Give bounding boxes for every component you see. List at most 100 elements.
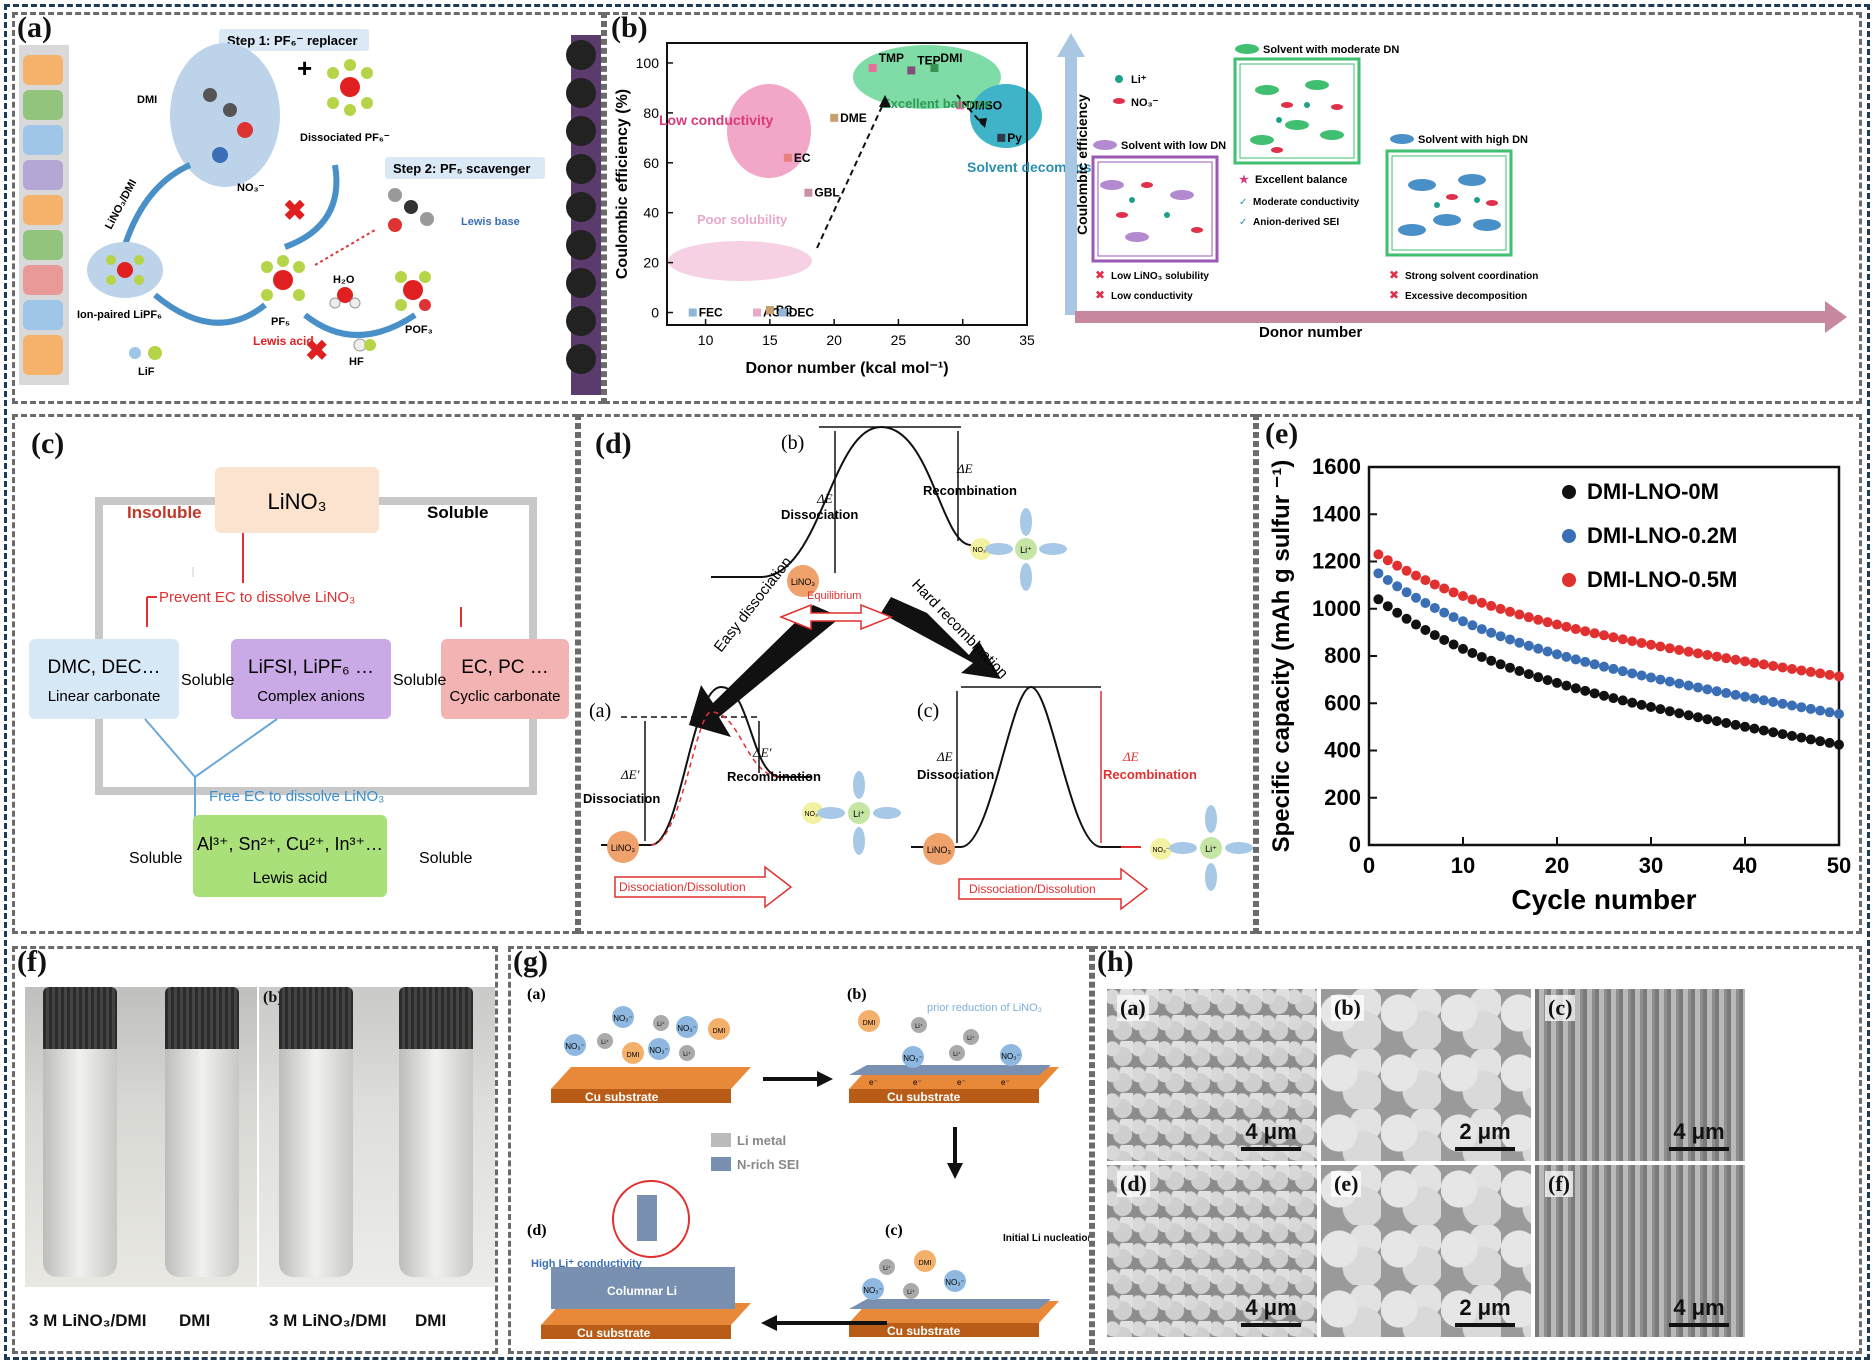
- scale-text: 4 μm: [1673, 1295, 1725, 1320]
- legend-li: Li⁺: [1131, 74, 1147, 86]
- data-point: [1777, 729, 1788, 740]
- anion-sei-text: Anion-derived SEI: [1253, 217, 1339, 228]
- data-point: [1711, 651, 1722, 662]
- check-icon: ✓: [1239, 217, 1247, 228]
- panel-f: (f) (b) 3 M LiNO₃/DMI DMI 3 M LiNO₃/DMI …: [12, 946, 498, 1354]
- x-axis-label: Cycle number: [1511, 884, 1696, 915]
- scale-bar: 4 μm: [1669, 1295, 1729, 1327]
- scale-line: [1455, 1323, 1515, 1327]
- lino3-box: [215, 467, 379, 533]
- x-tick-label: 0: [1363, 853, 1375, 878]
- data-point: [1749, 723, 1760, 734]
- columnar-text: Columnar Li: [607, 1284, 677, 1298]
- y-tick-label: 100: [636, 55, 660, 71]
- data-point: [1448, 587, 1459, 598]
- low-dn-label: Solvent with low DN: [1121, 140, 1226, 152]
- data-point: [1599, 661, 1609, 672]
- data-point: [688, 308, 697, 317]
- sem-label: (c): [1545, 995, 1576, 1021]
- scale-text: 4 μm: [1673, 1119, 1725, 1144]
- figure-frame: [4, 4, 1870, 1360]
- cu-d-text: Cu substrate: [577, 1326, 651, 1340]
- data-point: [1505, 606, 1515, 617]
- data-point: [1815, 736, 1826, 747]
- data-point: [1411, 592, 1421, 603]
- point-label: DME: [840, 111, 867, 125]
- scale-text: 2 μm: [1459, 1119, 1511, 1144]
- panel-a-label: (a): [17, 12, 52, 44]
- data-point: [1646, 672, 1656, 683]
- moderate-box: [1233, 57, 1361, 165]
- g-sub-b: (b): [847, 986, 867, 1003]
- vial-body: [165, 1049, 239, 1277]
- panel-g-label: (g): [513, 946, 548, 978]
- data-point: [1608, 632, 1619, 643]
- li-a: Li⁺: [853, 809, 865, 819]
- trend-arrow-up: [816, 99, 886, 249]
- data-point: [1777, 662, 1788, 673]
- scale-text: 2 μm: [1459, 1295, 1511, 1320]
- dn-axis-label: Donor number: [1259, 324, 1362, 341]
- equilibrium-text: Equilibrium: [807, 590, 861, 602]
- g-no3: NO₃⁻: [903, 1054, 922, 1063]
- g-li: Li⁺: [683, 1051, 691, 1058]
- point-label: DMI: [940, 51, 962, 65]
- complex-text: Complex anions: [257, 688, 365, 705]
- x-tick-label: 30: [1639, 853, 1663, 878]
- cu-b-text: Cu substrate: [887, 1090, 961, 1104]
- data-point: [1608, 663, 1619, 674]
- data-point: [1617, 634, 1628, 645]
- x-tick-label: 10: [698, 332, 714, 348]
- pof3-molecule: [403, 280, 423, 300]
- data-point: [930, 63, 939, 72]
- g-e: e⁻: [957, 1078, 966, 1087]
- no3-a: NO₃⁻: [804, 811, 821, 818]
- legend-marker: [1562, 529, 1576, 543]
- panel-d-diagram: (b) ΔE Dissociation ΔE Recombination LiN…: [583, 425, 1253, 911]
- vial-caption-1: 3 M LiNO₃/DMI: [29, 1311, 147, 1330]
- low-conductivity-text: Low conductivity: [659, 112, 774, 128]
- data-point: [753, 308, 761, 317]
- dEp-a2: ΔE′: [752, 745, 772, 760]
- cross-icon: ✖: [1389, 268, 1399, 282]
- data-point: [1693, 648, 1703, 659]
- data-point: [1467, 648, 1478, 659]
- data-point: [1533, 614, 1544, 625]
- data-point: [1805, 666, 1816, 677]
- data-point: [1730, 689, 1741, 700]
- g-e: e⁻: [1001, 1078, 1010, 1087]
- data-point: [1758, 695, 1769, 706]
- diss-a-text: Dissociation/Dissolution: [619, 880, 746, 894]
- sub-b-photo-label: (b): [263, 989, 283, 1006]
- data-point: [1758, 725, 1769, 736]
- arrow-4: [303, 312, 417, 338]
- li-metal-text: Li metal: [737, 1133, 786, 1148]
- data-point: [804, 188, 813, 197]
- legend-entry: DMI-LNO-0.5M: [1587, 567, 1737, 592]
- panel-a: (a) Step 1: PF₆⁻ replacer Step 2: PF₅: [12, 12, 604, 404]
- data-point: [1655, 641, 1666, 652]
- data-point: [1486, 627, 1497, 638]
- data-point: [1523, 612, 1534, 623]
- vial-caption-4: DMI: [415, 1311, 447, 1330]
- legend-marker: [1562, 485, 1576, 499]
- data-point: [1721, 688, 1732, 699]
- x-tick-label: 30: [955, 332, 971, 348]
- data-point: [1805, 734, 1816, 745]
- lifsi-text: LiFSI, LiPF₆ …: [248, 657, 374, 678]
- g-no3: NO₃⁻: [649, 1046, 668, 1055]
- data-point: [1824, 669, 1835, 680]
- data-point: [1664, 706, 1675, 717]
- g-dmi: DMI: [627, 1052, 640, 1059]
- panel-e-label: (e): [1265, 417, 1299, 450]
- data-point: [1514, 637, 1525, 648]
- scale-bar: 4 μm: [1669, 1119, 1729, 1151]
- step1-text: Step 1: PF₆⁻ replacer: [227, 33, 358, 48]
- data-point: [1655, 704, 1666, 715]
- dissolution-arrow-a: [614, 865, 793, 909]
- scale-line: [1241, 1147, 1301, 1151]
- x-tick-label: 25: [891, 332, 907, 348]
- data-point: [1580, 685, 1591, 696]
